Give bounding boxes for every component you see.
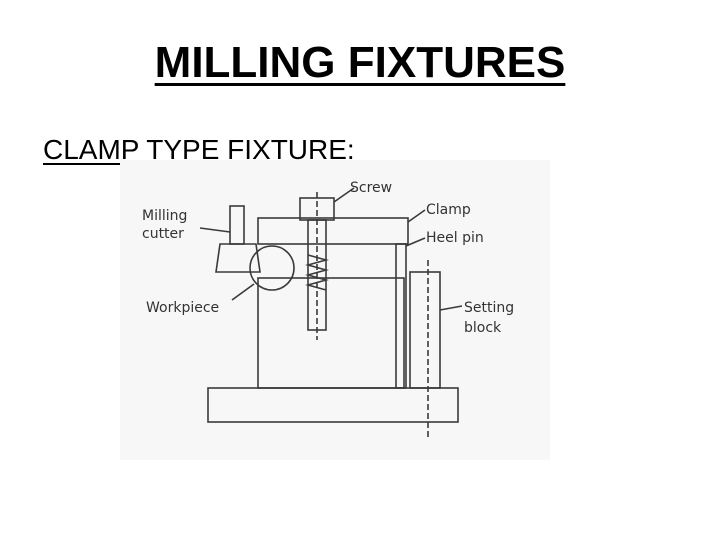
label-screw: Screw	[350, 180, 392, 196]
heel-pin	[395, 243, 407, 389]
setting-block	[409, 271, 441, 389]
label-setting-block-line1: Setting	[464, 300, 514, 316]
diagram-canvas: Screw Clamp Heel pin Milling cutter Work…	[120, 160, 550, 460]
label-heel-pin: Heel pin	[426, 230, 484, 246]
leader-heel-pin	[405, 237, 426, 247]
spring	[305, 254, 329, 291]
label-milling-cutter-line2: cutter	[142, 226, 184, 242]
leader-screw	[333, 187, 355, 203]
clamp-plate	[257, 217, 409, 245]
milling-cutter	[215, 243, 261, 273]
label-clamp: Clamp	[426, 202, 471, 218]
leader-setting-block	[439, 305, 463, 311]
page-title: MILLING FIXTURES	[154, 38, 566, 87]
leader-milling-cutter	[199, 227, 231, 233]
clamp-fixture-diagram: Screw Clamp Heel pin Milling cutter Work…	[120, 160, 550, 460]
label-workpiece: Workpiece	[146, 300, 219, 316]
workpiece	[249, 245, 295, 291]
section-subtitle: CLAMP TYPE FIXTURE:	[43, 134, 355, 165]
label-setting-block-line2: block	[464, 320, 502, 336]
diagram-background	[120, 160, 550, 460]
leader-workpiece	[231, 283, 255, 301]
leader-clamp	[407, 209, 426, 223]
label-milling-cutter-line1: Milling	[142, 208, 187, 224]
fixture-body	[257, 277, 405, 389]
